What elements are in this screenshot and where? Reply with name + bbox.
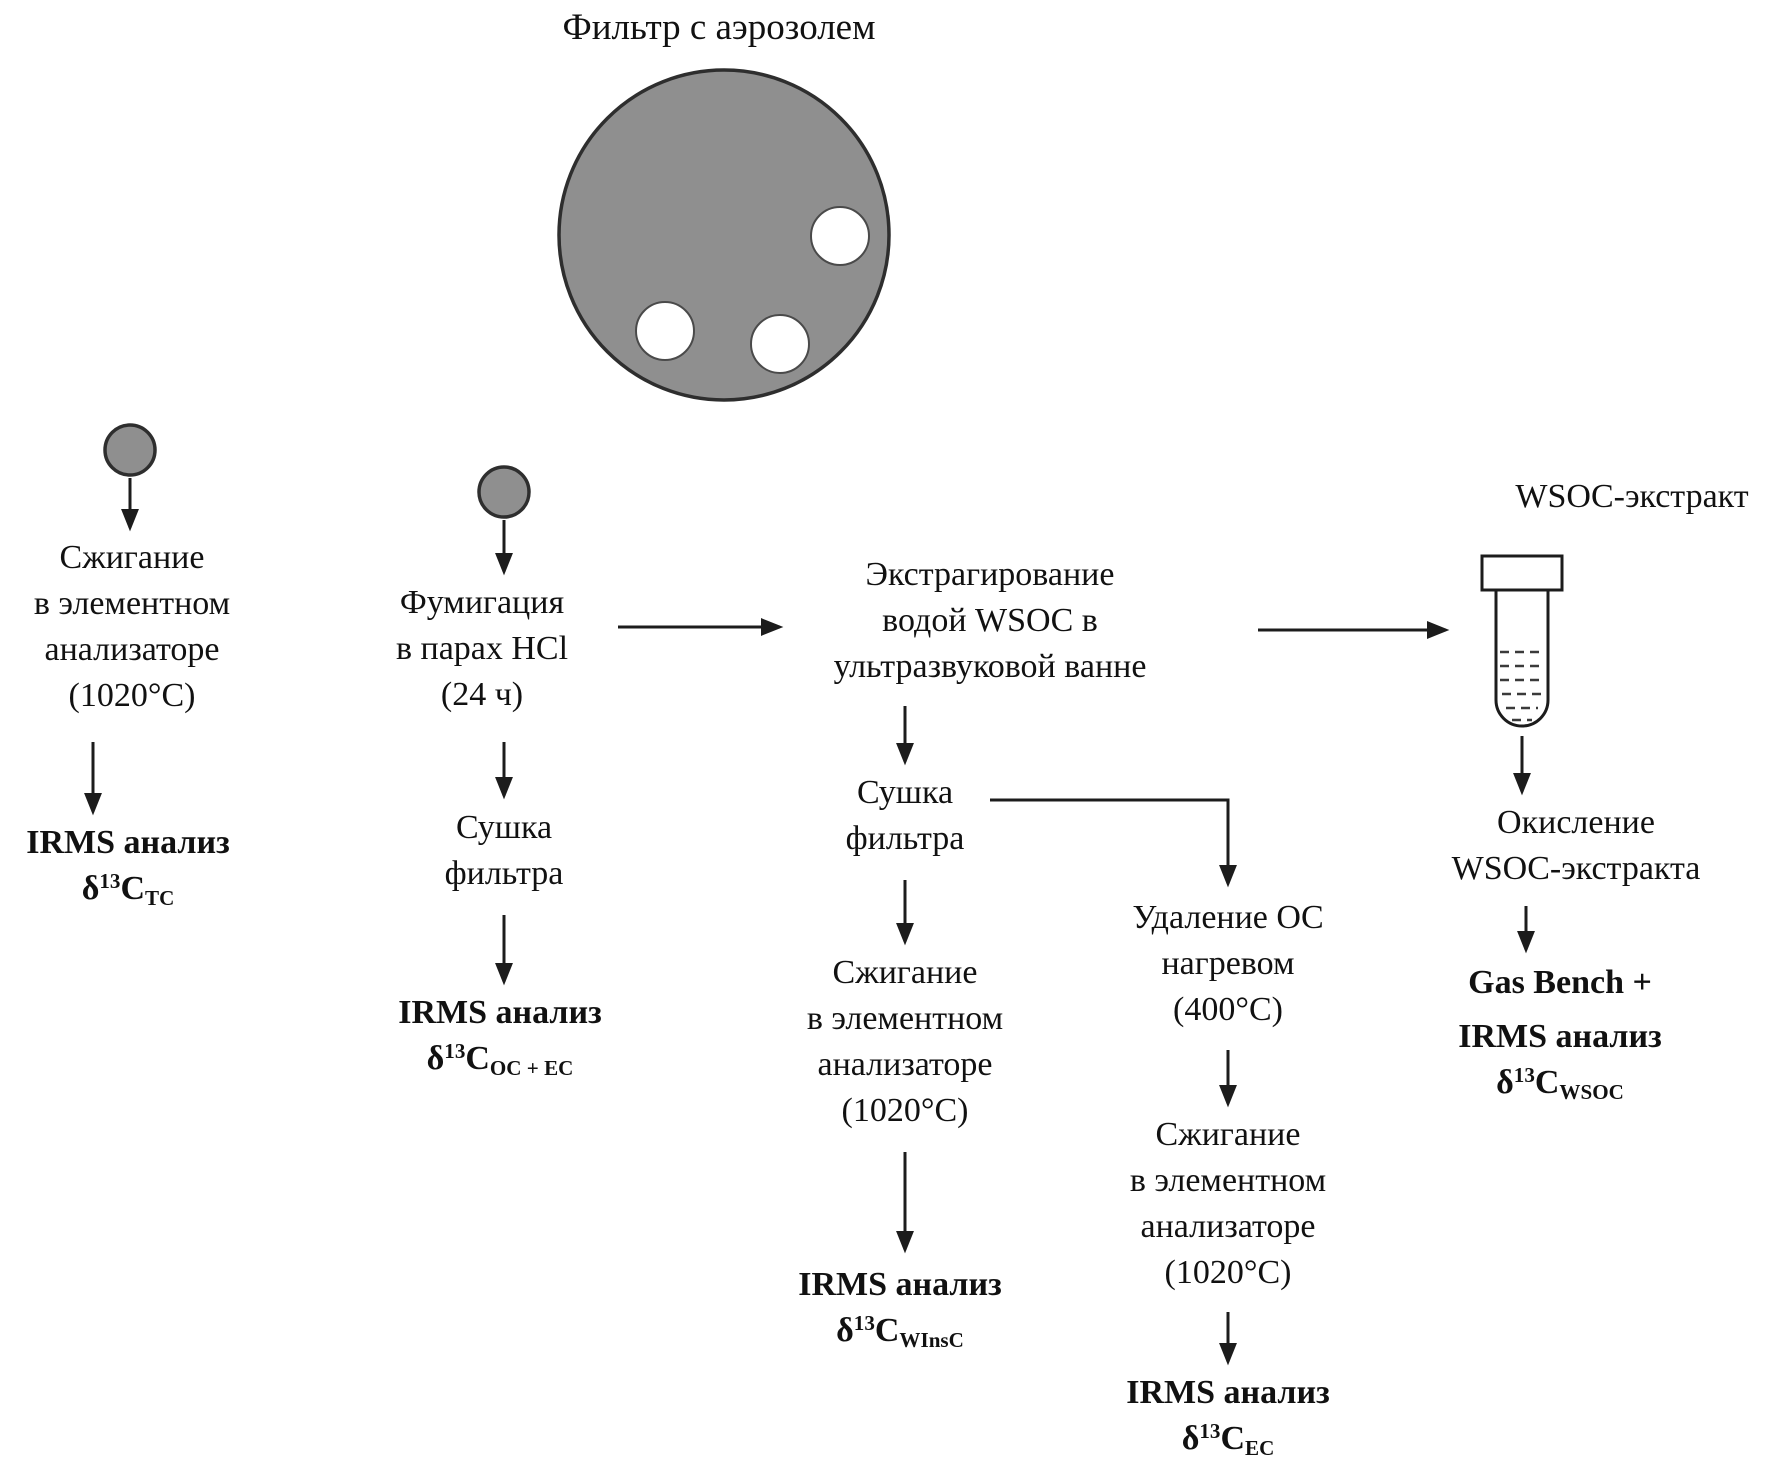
delta-symbol: δ <box>1181 1420 1200 1457</box>
filter-punch-icon-fumigation <box>477 465 531 519</box>
mass-number: 13 <box>444 1039 466 1064</box>
result-prefix: IRMS анализ <box>1458 1018 1662 1055</box>
node-line: анализаторе <box>817 1046 993 1083</box>
vial-cap <box>1480 554 1564 592</box>
element-symbol: C <box>1534 1064 1560 1101</box>
node-line: WSOC-экстракта <box>1451 850 1701 887</box>
node-line: Удаление OC <box>1132 899 1324 936</box>
result-irms-tc: IRMS анализ δ13CTC <box>26 820 230 915</box>
element-symbol: C <box>465 1040 490 1077</box>
node-line: нагревом <box>1161 945 1295 982</box>
node-line: (24 ч) <box>440 676 524 713</box>
delta-symbol: δ <box>81 870 100 907</box>
formula-subscript: TC <box>145 885 175 910</box>
node-line: в элементном <box>1129 1162 1327 1199</box>
node-line: Сжигание <box>1155 1116 1301 1153</box>
result-gasbench-irms-wsoc: Gas Bench + IRMS анализ δ13CWSOC <box>1458 960 1662 1109</box>
node-line: Окисление <box>1497 804 1655 841</box>
punch-hole-icon <box>635 301 695 361</box>
delta-symbol: δ <box>1496 1064 1514 1101</box>
element-symbol: C <box>1220 1420 1246 1457</box>
result-formula: δ13CWSOC <box>1458 1060 1662 1109</box>
element-symbol: C <box>120 870 146 907</box>
mass-number: 13 <box>1199 1419 1221 1444</box>
node-filter-drying-center: Сушка фильтра <box>846 770 965 862</box>
delta-symbol: δ <box>426 1040 445 1077</box>
result-prefix: IRMS анализ <box>26 824 230 861</box>
result-irms-ec: IRMS анализ δ13CEC <box>1126 1370 1330 1465</box>
result-prefix: IRMS анализ <box>398 994 602 1031</box>
node-line: фильтра <box>845 820 965 857</box>
node-wsoc-oxidation: Окисление WSOC-экстракта <box>1452 800 1701 892</box>
node-line: (1020°C) <box>841 1092 969 1129</box>
node-line: в элементном <box>806 1000 1004 1037</box>
node-line: в парах HCl <box>395 630 569 667</box>
node-line: фильтра <box>444 855 564 892</box>
node-line: (1020°C) <box>68 677 196 714</box>
node-line: (400°C) <box>1173 991 1283 1028</box>
result-formula: δ13CTC <box>26 866 230 915</box>
node-line: анализаторе <box>44 631 220 668</box>
node-line: Сжигание <box>59 539 205 576</box>
node-oc-removal-heating: Удаление OC нагревом (400°C) <box>1132 895 1323 1033</box>
filter-punch-icon-left <box>103 423 157 477</box>
result-gasbench-line: Gas Bench + <box>1468 964 1652 1001</box>
node-filter-drying-left: Сушка фильтра <box>445 805 564 897</box>
result-formula: δ13CEC <box>1126 1416 1330 1465</box>
formula-subscript: OC + EC <box>489 1055 574 1080</box>
formula-subscript: EC <box>1245 1435 1275 1460</box>
node-combustion-elemental-left: Сжигание в элементном анализаторе (1020°… <box>34 535 230 719</box>
formula-subscript: WInsC <box>899 1327 964 1352</box>
element-symbol: C <box>874 1312 900 1349</box>
result-formula: δ13CWInsC <box>798 1308 1002 1357</box>
diagram-title: Фильтр с аэрозолем <box>562 7 876 48</box>
mass-number: 13 <box>1513 1063 1535 1088</box>
result-prefix: IRMS анализ <box>1126 1374 1330 1411</box>
node-line: Сжигание <box>832 954 978 991</box>
node-line: водой WSOC в <box>882 602 1098 639</box>
node-line: Сушка <box>856 774 954 811</box>
node-wsoc-extraction: Экстрагирование водой WSOC в ультразвуко… <box>834 552 1147 690</box>
node-combustion-elemental-right: Сжигание в элементном анализаторе (1020°… <box>1130 1112 1326 1296</box>
punch-hole-icon <box>810 206 870 266</box>
wsoc-extract-vial-icon <box>1480 554 1564 728</box>
node-line: Фумигация <box>399 584 565 621</box>
vial-liquid <box>1500 650 1544 722</box>
aerosol-filter-icon <box>557 68 891 402</box>
node-line: (1020°C) <box>1164 1254 1292 1291</box>
formula-subscript: WSOC <box>1559 1079 1624 1104</box>
node-line: Экстрагирование <box>865 556 1115 593</box>
mass-number: 13 <box>99 869 121 894</box>
result-irms-oc-ec: IRMS анализ δ13COC + EC <box>398 990 602 1085</box>
node-line: Сушка <box>455 809 553 846</box>
vial-body <box>1494 590 1550 728</box>
arrow-drying-to-oc-removal <box>990 798 1237 888</box>
wsoc-extract-label: WSOC-экстракт <box>1515 478 1749 515</box>
result-prefix: IRMS анализ <box>798 1266 1002 1303</box>
node-combustion-elemental-center: Сжигание в элементном анализаторе (1020°… <box>807 950 1003 1134</box>
node-line: в элементном <box>33 585 231 622</box>
punch-hole-icon <box>750 314 810 374</box>
result-irms-winsc: IRMS анализ δ13CWInsC <box>798 1262 1002 1357</box>
node-fumigation-hcl: Фумигация в парах HCl (24 ч) <box>396 580 568 718</box>
delta-symbol: δ <box>836 1312 854 1349</box>
mass-number: 13 <box>853 1311 875 1336</box>
node-line: анализаторе <box>1140 1208 1316 1245</box>
result-formula: δ13COC + EC <box>398 1036 602 1085</box>
node-line: ультразвуковой ванне <box>833 648 1147 685</box>
